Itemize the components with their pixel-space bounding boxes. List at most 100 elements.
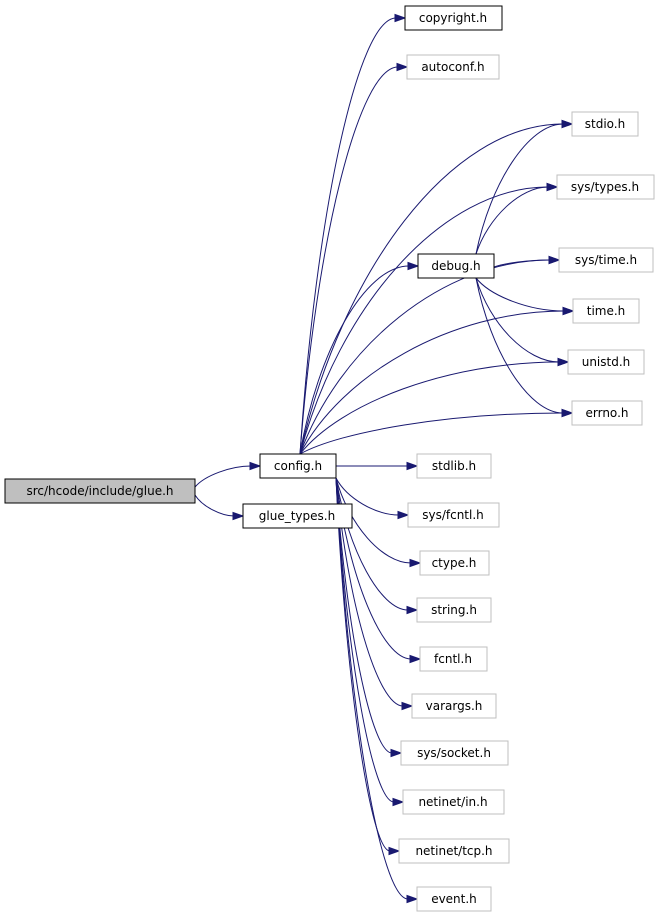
edge-arrowhead: [406, 894, 419, 904]
edge-config-to-errno: [299, 408, 574, 455]
edge-line: [299, 66, 399, 455]
node-netinet-in-h: netinet/in.h: [402, 789, 505, 815]
edge-debug-to-unistd: [475, 277, 570, 367]
edge-line: [194, 494, 235, 517]
node-stdio-h: stdio.h: [571, 111, 639, 137]
node-sys-fcntl-label: sys/fcntl.h: [422, 508, 484, 522]
edge-debug-to-errno: [475, 277, 574, 418]
edge-config-to-stdio: [299, 119, 574, 455]
edge-line: [299, 259, 551, 455]
edge-line: [475, 277, 564, 414]
edge-root-to-config: [194, 461, 262, 488]
node-stdio-label: stdio.h: [585, 117, 625, 131]
node-ctype-label: ctype.h: [432, 556, 477, 570]
node-debug-label: debug.h: [431, 259, 480, 273]
edge-arrowhead: [561, 119, 574, 129]
edge-arrowhead: [548, 255, 561, 265]
edge-arrowhead: [249, 461, 262, 471]
node-netinet-tcp-label: netinet/tcp.h: [415, 844, 492, 858]
node-stdlib-label: stdlib.h: [432, 459, 476, 473]
edge-arrowhead: [406, 461, 419, 471]
edge-config-to-ctype: [335, 477, 422, 568]
node-sys-fcntl-h: sys/fcntl.h: [407, 502, 500, 528]
edge-config-to-sys_time: [299, 255, 561, 455]
edge-config-to-stdlib: [336, 461, 419, 471]
node-fcntl-label: fcntl.h: [434, 652, 472, 666]
edge-line: [299, 17, 397, 455]
edge-config-to-sys_fcntl: [335, 477, 410, 520]
node-varargs-h: varargs.h: [411, 693, 497, 719]
edge-line: [335, 477, 393, 754]
node-time-h: time.h: [572, 298, 640, 324]
edge-arrowhead: [409, 654, 422, 664]
edge-arrowhead: [390, 748, 403, 758]
edge-config-to-autoconf: [299, 62, 409, 455]
edge-debug-to-sys_time: [493, 255, 561, 268]
edge-line: [335, 477, 409, 611]
node-time-label: time.h: [587, 304, 626, 318]
edge-arrowhead: [561, 408, 574, 418]
edge-config-to-event: [335, 477, 419, 904]
edge-line: [335, 477, 400, 516]
edge-arrowhead: [546, 182, 559, 192]
node-config-label: config.h: [274, 459, 322, 473]
edge-config-to-netinet_in: [335, 477, 405, 807]
node-sys-time-label: sys/time.h: [575, 253, 637, 267]
edge-line: [335, 477, 395, 803]
edge-line: [299, 310, 565, 455]
node-varargs-label: varargs.h: [426, 699, 483, 713]
edge-line: [335, 477, 412, 564]
edge-arrowhead: [388, 846, 401, 856]
edge-line: [475, 123, 564, 255]
edge-line: [335, 477, 391, 852]
node-string-h: string.h: [416, 597, 492, 623]
edge-line: [299, 123, 564, 455]
node-string-label: string.h: [431, 603, 477, 617]
node-sys-socket-h: sys/socket.h: [400, 740, 509, 766]
edge-arrowhead: [232, 511, 245, 521]
edge-line: [493, 259, 551, 268]
edge-config-to-unistd: [299, 357, 570, 455]
edge-line: [475, 186, 549, 255]
node-netinet-tcp-h: netinet/tcp.h: [398, 838, 510, 864]
node-sys-time-h: sys/time.h: [558, 247, 654, 273]
edges-layer: [194, 13, 575, 904]
node-sys-types-h: sys/types.h: [556, 174, 655, 200]
node-root-glue-h: src/hcode/include/glue.h: [4, 478, 196, 504]
edge-debug-to-time: [475, 277, 575, 316]
node-root-label: src/hcode/include/glue.h: [26, 484, 173, 498]
edge-arrowhead: [562, 306, 575, 316]
edge-debug-to-stdio: [475, 119, 574, 255]
edge-line: [299, 361, 560, 455]
node-unistd-h: unistd.h: [567, 349, 645, 375]
edge-line: [299, 265, 410, 455]
edge-line: [475, 277, 565, 312]
edge-debug-to-sys_types: [475, 182, 559, 255]
edge-arrowhead: [397, 510, 410, 520]
node-errno-h: errno.h: [571, 400, 643, 426]
edge-arrowhead: [396, 62, 409, 72]
node-copyright-h[interactable]: copyright.h: [404, 5, 503, 31]
node-autoconf-label: autoconf.h: [421, 60, 484, 74]
edge-arrowhead: [407, 261, 420, 271]
node-glue-types-label: glue_types.h: [259, 509, 335, 523]
edge-config-to-string: [335, 477, 419, 615]
node-errno-label: errno.h: [586, 406, 629, 420]
edge-config-to-debug: [299, 261, 420, 455]
edge-arrowhead: [557, 357, 570, 367]
edge-line: [299, 186, 549, 455]
node-stdlib-h: stdlib.h: [416, 453, 492, 479]
node-sys-types-label: sys/types.h: [571, 180, 639, 194]
node-config-h[interactable]: config.h: [259, 453, 337, 479]
node-sys-socket-label: sys/socket.h: [417, 746, 491, 760]
node-copyright-label: copyright.h: [419, 11, 487, 25]
edge-arrowhead: [406, 605, 419, 615]
edge-config-to-sys_socket: [335, 477, 403, 758]
edge-line: [335, 477, 409, 900]
node-debug-h[interactable]: debug.h: [417, 253, 495, 279]
edge-line: [194, 465, 252, 488]
edge-arrowhead: [401, 701, 414, 711]
node-ctype-h: ctype.h: [419, 550, 490, 576]
node-glue-types-h[interactable]: glue_types.h: [242, 503, 353, 529]
